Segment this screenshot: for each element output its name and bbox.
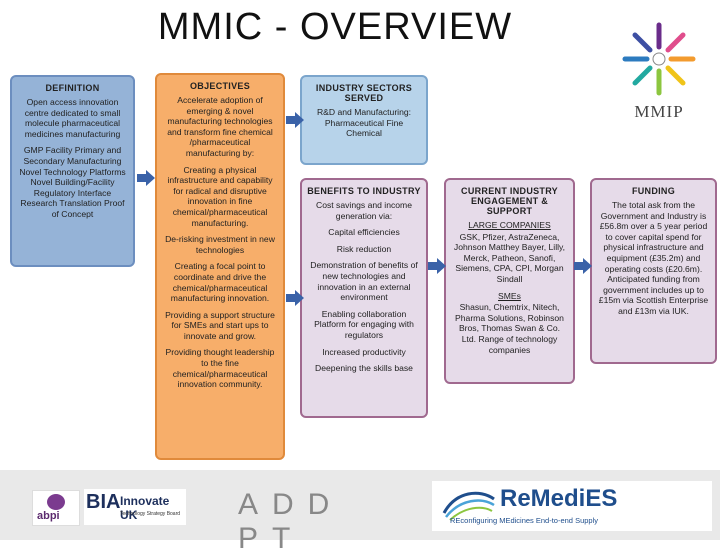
arrow-right-icon <box>286 112 304 128</box>
objectives-box: OBJECTIVES Accelerate adoption of emergi… <box>155 73 285 460</box>
benefits-box: BENEFITS TO INDUSTRY Cost savings and in… <box>300 178 428 418</box>
mmip-logo: MMIP <box>618 20 700 132</box>
current-header: CURRENT INDUSTRY ENGAGEMENT & SUPPORT <box>461 186 558 216</box>
current-engagement-box: CURRENT INDUSTRY ENGAGEMENT & SUPPORT LA… <box>444 178 575 384</box>
addopt-logo-text: ADD PT <box>238 488 344 555</box>
remedies-logo: ReMediES REconfiguring MEdicines End-to-… <box>432 481 712 531</box>
definition-header: DEFINITION <box>45 83 100 93</box>
benefits-text-2: Capital efficiencies <box>328 227 400 238</box>
benefits-text-4: Demonstration of benefits of new technol… <box>310 260 418 303</box>
large-companies-label: LARGE COMPANIES <box>468 220 551 230</box>
large-companies-text: GSK, Pfizer, AstraZeneca, Johnson Matthe… <box>453 231 566 284</box>
smes-label: SMEs <box>498 290 521 301</box>
objectives-text-4: Creating a focal point to coordinate and… <box>170 261 270 304</box>
addopt-logo: ADD PT <box>238 488 388 555</box>
smes-text: Shasun, Chemtrix, Nitech, Pharma Solutio… <box>455 302 564 355</box>
objectives-text-3: De-risking investment in new technologie… <box>165 234 275 255</box>
objectives-header: OBJECTIVES <box>189 81 250 91</box>
benefits-text-5: Enabling collaboration Platform for enga… <box>314 308 414 340</box>
abpi-logo: abpi <box>32 490 80 526</box>
objectives-text-5: Providing a support structure for SMEs a… <box>165 309 275 341</box>
remedies-tagline: REconfiguring MEdicines End-to-end Suppl… <box>450 516 598 525</box>
mmip-star-icon <box>622 22 696 96</box>
objectives-text-1: Accelerate adoption of emerging & novel … <box>167 95 273 158</box>
funding-header: FUNDING <box>631 186 676 196</box>
benefits-text-7: Deepening the skills base <box>315 363 413 374</box>
definition-text-2: GMP Facility Primary and Secondary Manuf… <box>19 145 126 219</box>
page-title: MMIC - OVERVIEW <box>157 6 513 48</box>
funding-box: FUNDING The total ask from the Governmen… <box>590 178 717 364</box>
arrow-right-icon <box>428 258 446 274</box>
objectives-text-2: Creating a physical infrastructure and c… <box>167 164 273 228</box>
benefits-text-3: Risk reduction <box>336 243 392 254</box>
innovate-uk-logo-text: Innovate UK <box>120 494 170 522</box>
innovate-uk-subtitle: Technology Strategy Board <box>120 511 181 517</box>
benefits-text-1: Cost savings and income generation via: <box>315 200 412 221</box>
industry-header: INDUSTRY SECTORS SERVED <box>315 83 413 103</box>
bia-logo-text: BIA <box>86 491 121 513</box>
industry-text: R&D and Manufacturing: Pharmaceutical Fi… <box>316 107 412 139</box>
abpi-logo-text: abpi <box>37 510 60 522</box>
arrow-right-icon <box>286 290 304 306</box>
benefits-header: BENEFITS TO INDUSTRY <box>307 186 421 196</box>
arrow-right-icon <box>137 170 155 186</box>
arrow-right-icon <box>574 258 592 274</box>
innovate-uk-logo: BIA Innovate UK Technology Strategy Boar… <box>84 489 186 525</box>
mmip-logo-label: MMIP <box>634 102 684 121</box>
abpi-emblem-icon <box>47 494 65 510</box>
remedies-logo-text: ReMediES <box>500 485 618 512</box>
definition-box: DEFINITION Open access innovation centre… <box>10 75 135 267</box>
objectives-text-6: Providing thought leadership to the fine… <box>165 347 275 390</box>
remedies-swirl-icon <box>442 491 495 521</box>
industry-sectors-box: INDUSTRY SECTORS SERVED R&D and Manufact… <box>300 75 428 165</box>
benefits-text-6: Increased productivity <box>322 346 406 357</box>
funding-text: The total ask from the Government and In… <box>598 200 709 316</box>
definition-text-1: Open access innovation centre dedicated … <box>24 97 121 139</box>
